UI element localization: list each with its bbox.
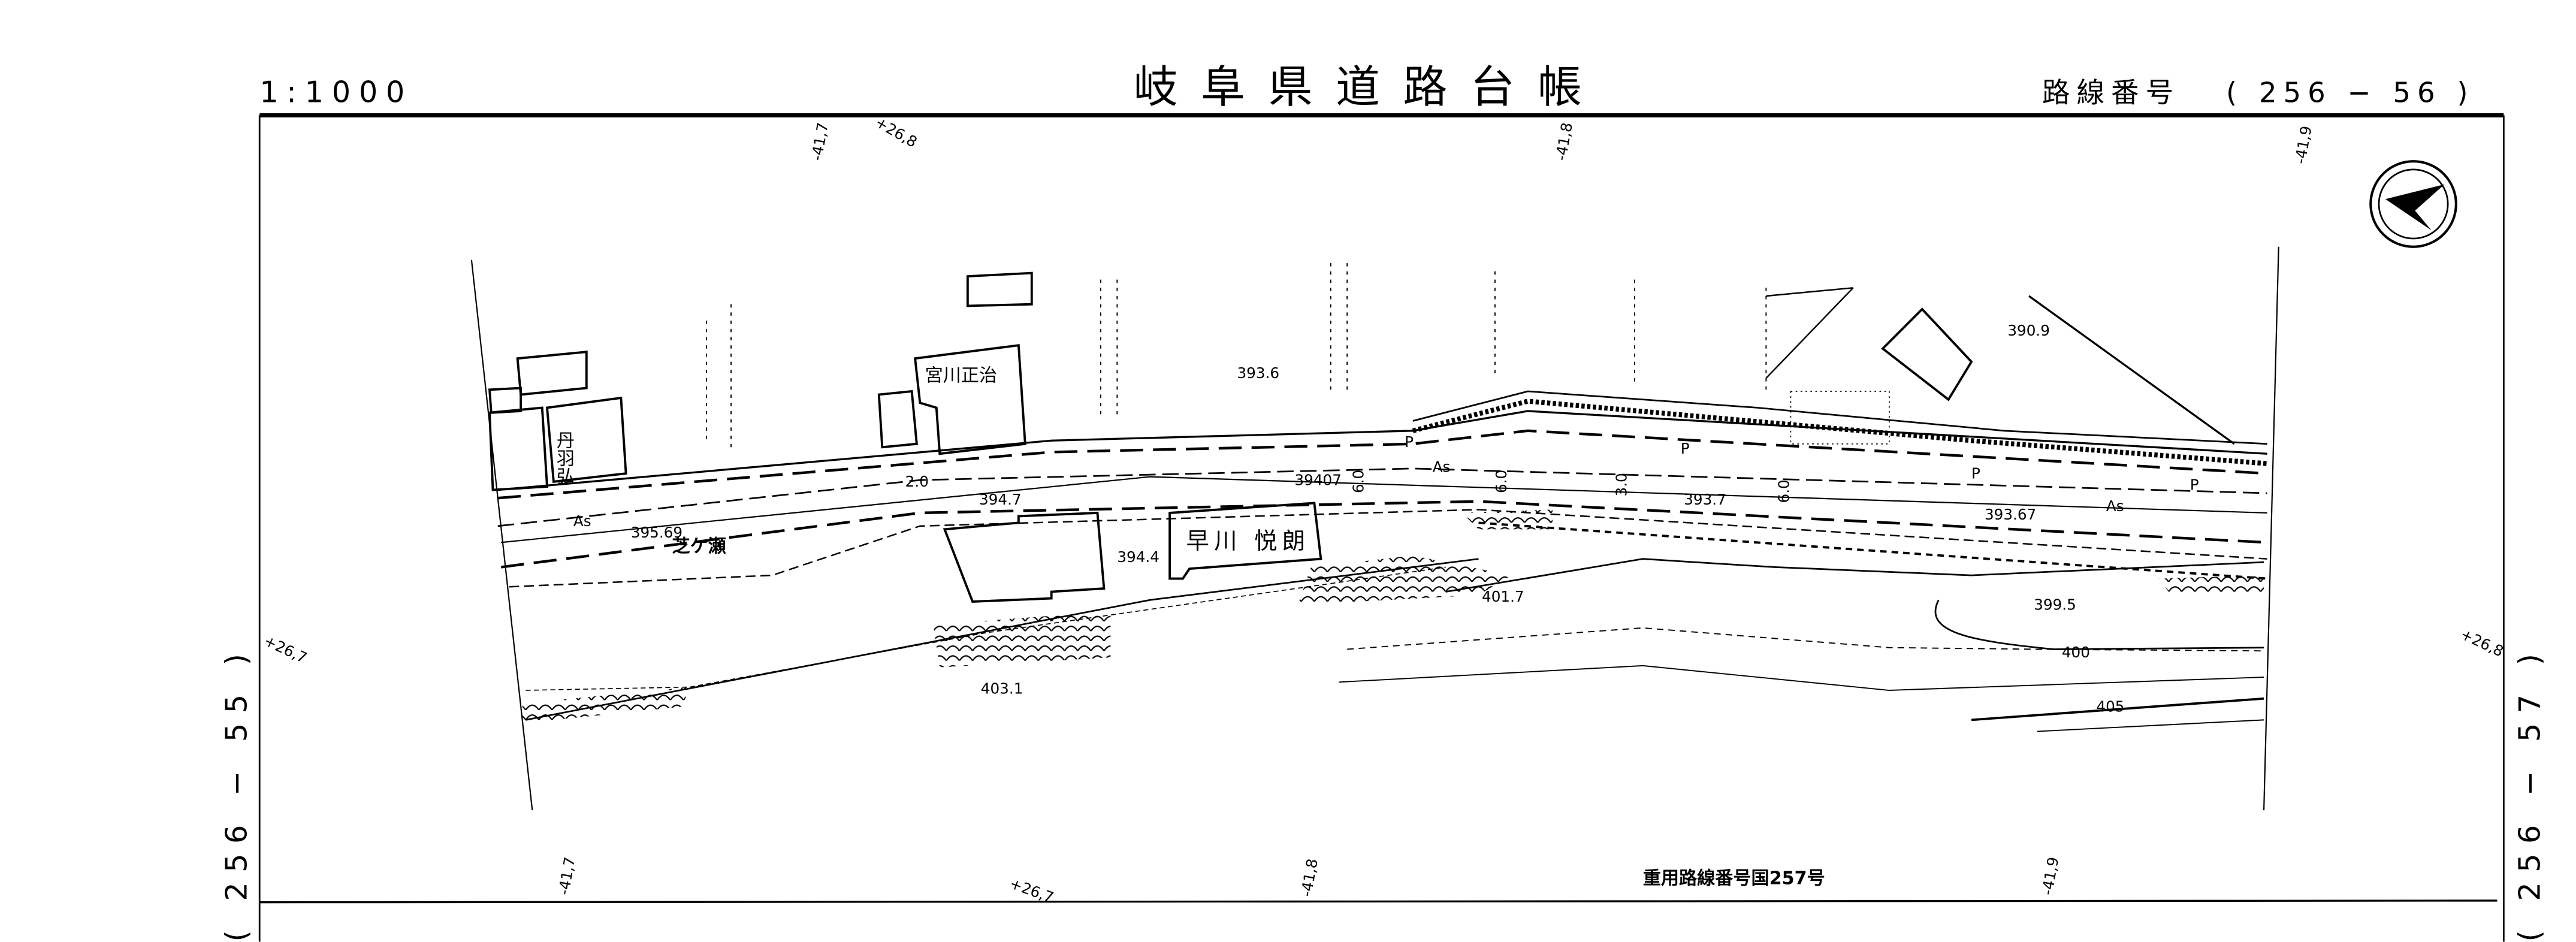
owner-label: 丹羽弘 xyxy=(553,431,574,485)
owner-label: 宮川正治 xyxy=(925,366,998,387)
contour-label: 405 xyxy=(2096,698,2124,715)
grid-mark: +26,8 xyxy=(872,113,920,151)
grid-mark: +26,7 xyxy=(261,632,310,666)
elevation: 393.6 xyxy=(1237,364,1280,382)
parking-label: P xyxy=(1681,440,1690,457)
width-label: 3.0 xyxy=(1612,473,1630,496)
grid-mark: -41,8 xyxy=(1552,121,1576,162)
sheet-title: 岐阜県道路台帳 xyxy=(1134,61,1605,113)
elevation: 390.9 xyxy=(2007,322,2050,339)
width-label: 6.0 xyxy=(1493,470,1510,493)
grid-mark: -41,7 xyxy=(808,121,832,162)
map-limit-left xyxy=(470,259,533,811)
overlap-route-label: 重用路線番号国257号 xyxy=(1643,868,1825,889)
width-label: 2.0 xyxy=(905,473,929,490)
road xyxy=(497,390,2267,588)
parking-label: P xyxy=(2190,476,2199,494)
map-limit-right xyxy=(2263,246,2279,811)
width-label: 6.0 xyxy=(1350,470,1367,493)
adjacent-sheet-left: ( 256 − 55 ) xyxy=(219,644,253,942)
road-width-labels: 2.0 6.0 6.0 3.0 6.0 xyxy=(905,470,1793,503)
elevation-labels: 393.6 394.7 39407 393.7 393.67 390.9 395… xyxy=(631,322,2125,715)
width-label: 6.0 xyxy=(1775,479,1793,503)
place-name: 芝ケ瀬 xyxy=(672,536,726,557)
elevation: 399.5 xyxy=(2034,596,2076,614)
scale-label: 1:1000 xyxy=(259,74,413,109)
route-label: 路線番号 xyxy=(2042,76,2180,108)
elevation: 39407 xyxy=(1294,471,1341,488)
elevation: 394.4 xyxy=(1117,548,1159,566)
parking-label: P xyxy=(1405,433,1414,451)
grid-mark: -41,7 xyxy=(555,856,579,896)
contour-label: 400 xyxy=(2062,644,2090,661)
elevation: 395.69 xyxy=(631,524,682,541)
surface-label: As xyxy=(573,512,591,530)
grid-mark: -41,9 xyxy=(2291,125,2315,165)
grid-mark: -41,8 xyxy=(1297,858,1321,898)
terrain xyxy=(526,263,2264,732)
adjacent-sheet-right: ( 256 − 57 ) xyxy=(2512,644,2547,942)
grid-mark: -41,9 xyxy=(2039,856,2062,896)
elevation: 393.67 xyxy=(1985,506,2036,523)
buildings xyxy=(488,271,1973,603)
north-arrow-icon xyxy=(2369,160,2457,248)
elevation: 393.7 xyxy=(1684,491,1726,508)
surface-label: As xyxy=(1433,458,1451,475)
owner-label: 早川 悦朗 xyxy=(1186,528,1310,555)
stone-pitching xyxy=(522,509,2264,723)
grid-marks: -41,7 +26,8 -41,8 -41,9 +26,7 +26,8 -41,… xyxy=(261,113,2506,907)
grid-mark: +26,8 xyxy=(2458,625,2506,660)
route-number: ( 256 − 56 ) xyxy=(2226,76,2474,108)
surface-label: As xyxy=(2106,497,2124,515)
parking-label: P xyxy=(1971,464,1980,482)
frame-bottom-line xyxy=(259,899,2498,904)
elevation: 401.7 xyxy=(1482,588,1524,605)
elevation: 394.7 xyxy=(979,491,1022,508)
elevation: 403.1 xyxy=(981,680,1023,698)
